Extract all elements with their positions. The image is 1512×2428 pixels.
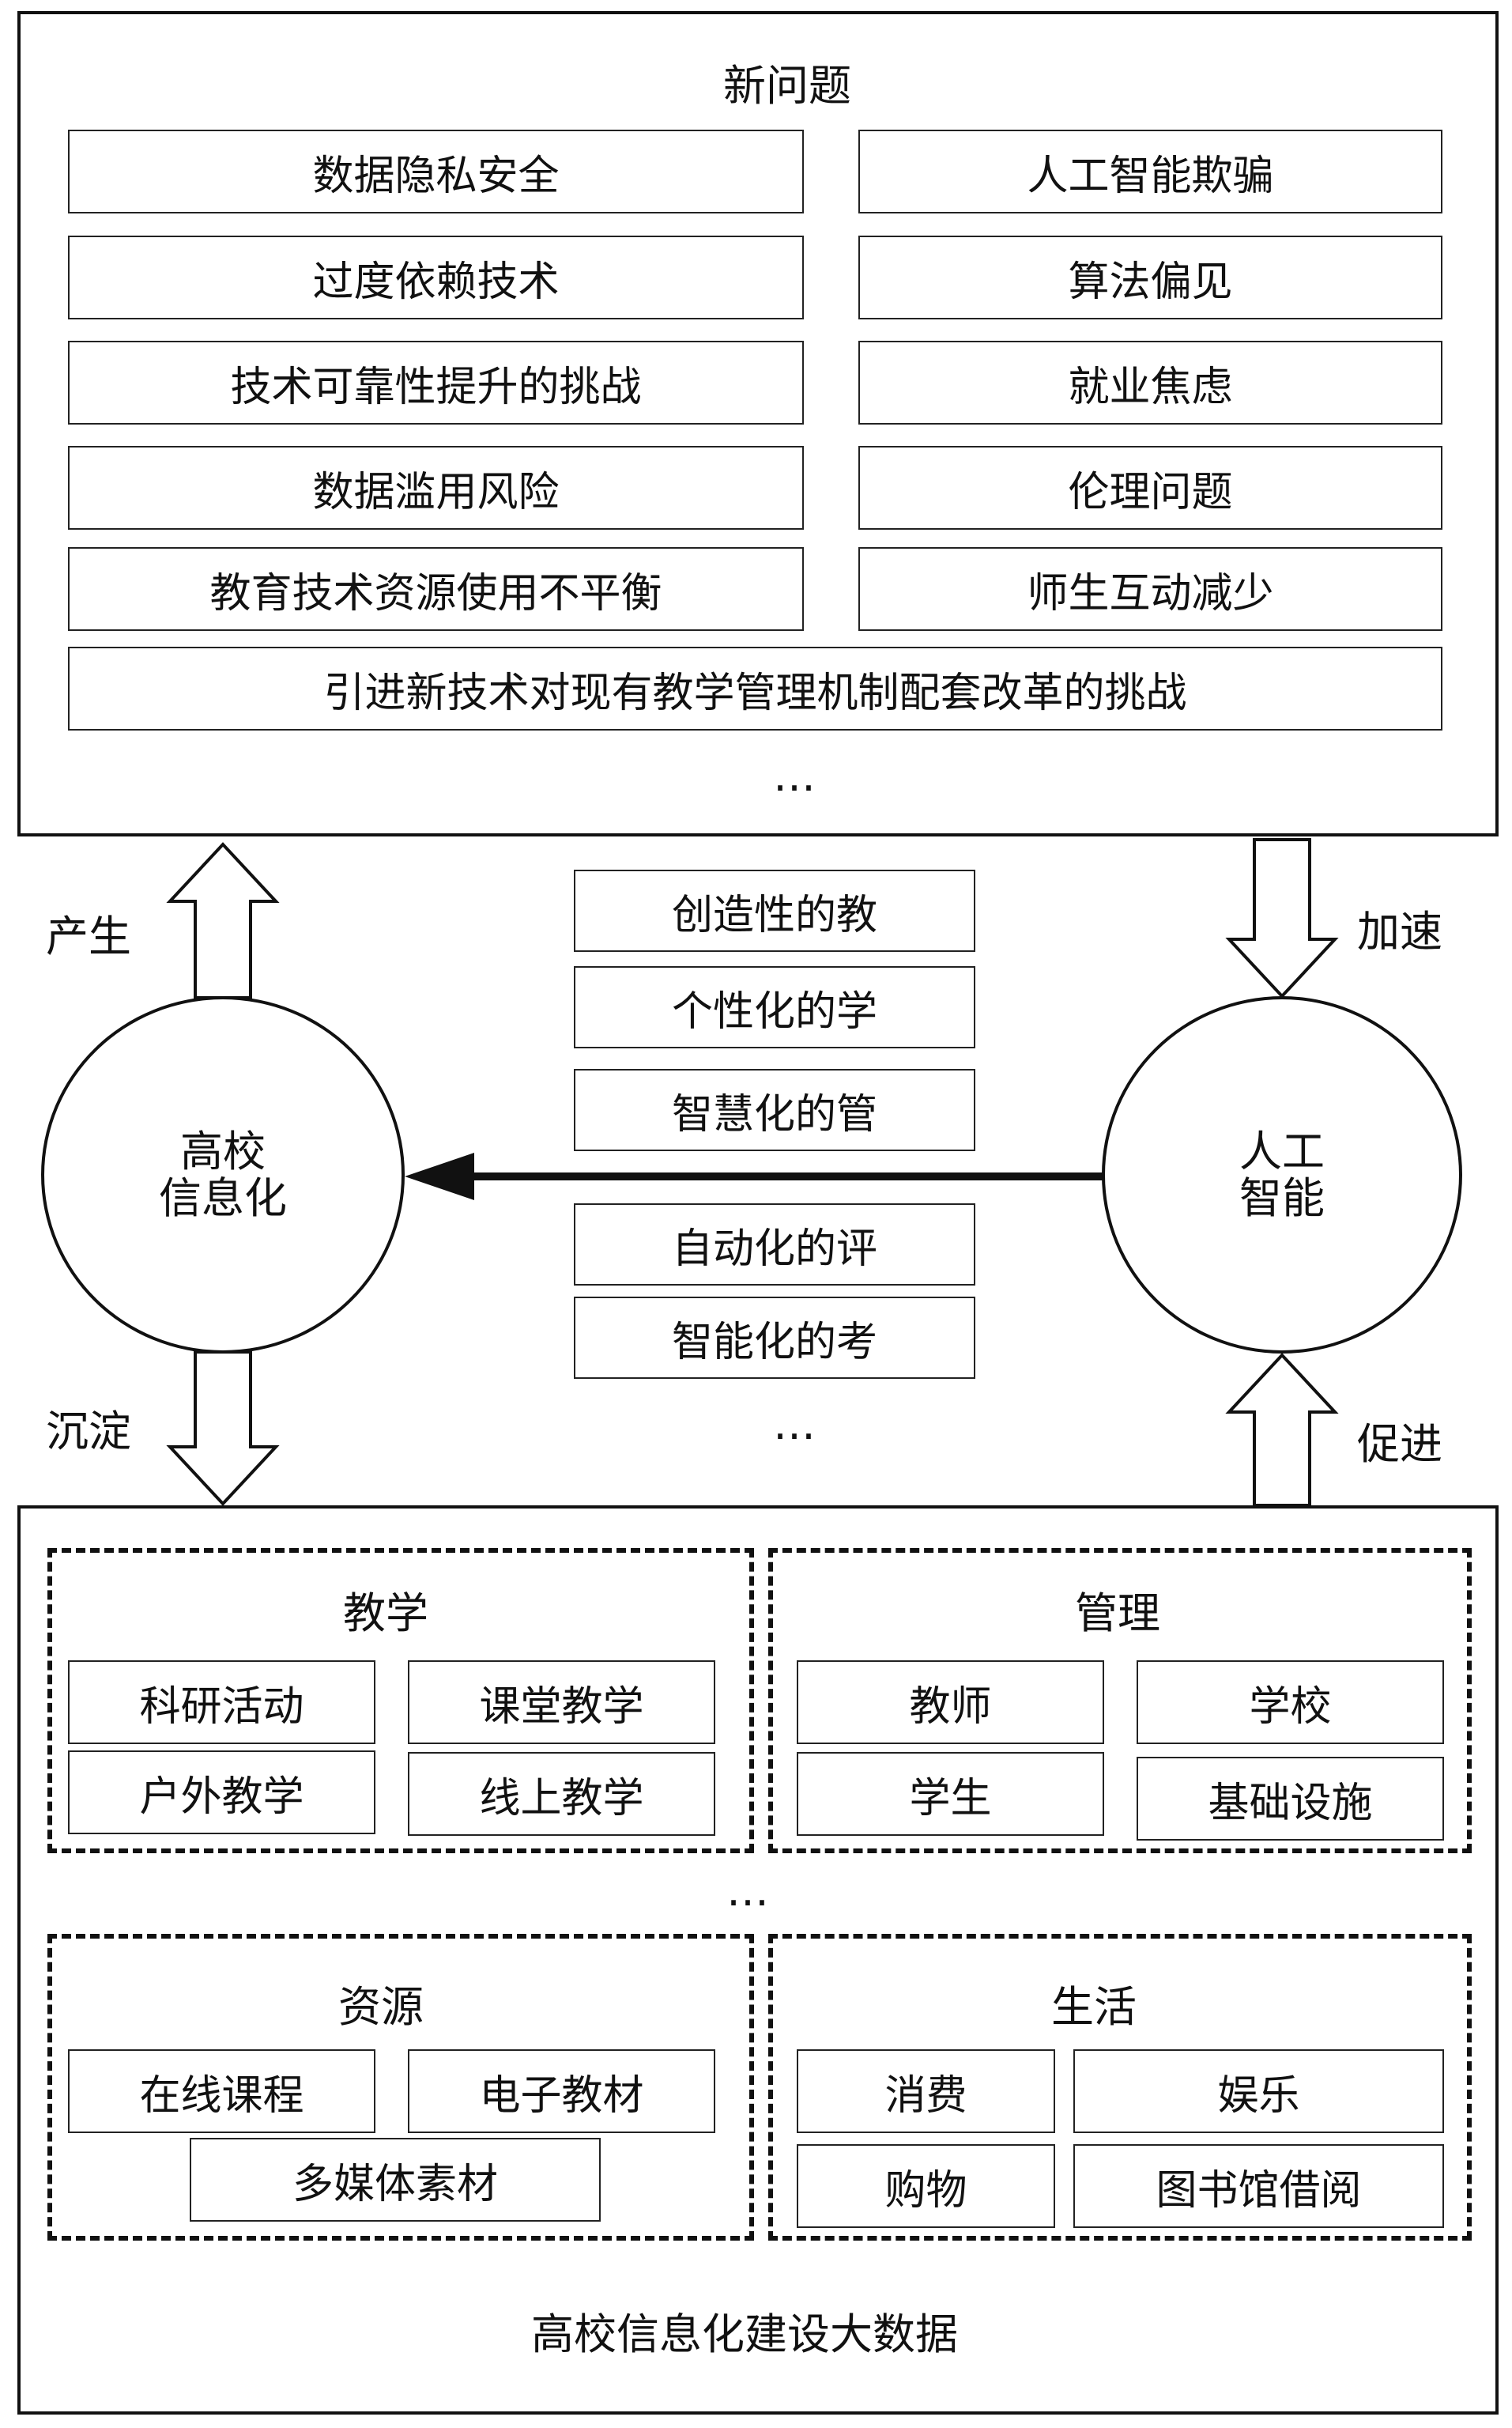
new-problems-ellipsis: … bbox=[773, 751, 816, 801]
teaching-item: 户外教学 bbox=[68, 1750, 375, 1834]
problem-box: 数据滥用风险 bbox=[68, 446, 804, 530]
teaching-item: 科研活动 bbox=[68, 1660, 375, 1744]
main-arrow-head bbox=[405, 1153, 474, 1200]
management-title: 管理 bbox=[1075, 1588, 1160, 1638]
problem-box: 就业焦虑 bbox=[858, 341, 1442, 425]
big-data-panel bbox=[17, 1505, 1499, 2415]
capability-box: 自动化的评 bbox=[574, 1203, 975, 1286]
new-problems-panel bbox=[17, 11, 1499, 836]
problem-box: 人工智能欺骗 bbox=[858, 130, 1442, 213]
artificial-intelligence-circle: 人工 智能 bbox=[1102, 996, 1462, 1354]
teaching-item: 课堂教学 bbox=[408, 1660, 715, 1744]
life-item: 消费 bbox=[797, 2049, 1055, 2133]
teaching-item: 线上教学 bbox=[408, 1752, 715, 1836]
big-data-ellipsis: … bbox=[726, 1866, 769, 1916]
produce-label: 产生 bbox=[46, 912, 131, 961]
big-data-footer: 高校信息化建设大数据 bbox=[531, 2309, 958, 2359]
produce-arrow bbox=[166, 842, 280, 999]
capability-ellipsis: … bbox=[773, 1399, 816, 1449]
teaching-title: 教学 bbox=[343, 1588, 428, 1638]
circle-label-line: 信息化 bbox=[159, 1173, 287, 1223]
accelerate-arrow bbox=[1225, 838, 1339, 999]
resources-group bbox=[47, 1934, 754, 2241]
problem-box: 算法偏见 bbox=[858, 236, 1442, 319]
circle-label-line: 人工 bbox=[1239, 1126, 1325, 1176]
resources-item: 多媒体素材 bbox=[190, 2138, 601, 2222]
problem-box: 教育技术资源使用不平衡 bbox=[68, 547, 804, 631]
promote-arrow bbox=[1225, 1353, 1339, 1507]
resources-item: 在线课程 bbox=[68, 2049, 375, 2133]
circle-label-line: 高校 bbox=[180, 1126, 266, 1176]
accelerate-label: 加速 bbox=[1357, 907, 1442, 957]
circle-label-line: 智能 bbox=[1239, 1173, 1325, 1223]
resources-title: 资源 bbox=[338, 1982, 424, 2032]
problem-box: 数据隐私安全 bbox=[68, 130, 804, 213]
management-item: 学校 bbox=[1137, 1660, 1444, 1744]
life-item: 购物 bbox=[797, 2144, 1055, 2228]
management-item: 基础设施 bbox=[1137, 1757, 1444, 1841]
resources-item: 电子教材 bbox=[408, 2049, 715, 2133]
settle-label: 沉淀 bbox=[46, 1407, 131, 1456]
new-problems-title: 新问题 bbox=[723, 61, 851, 111]
problem-box: 技术可靠性提升的挑战 bbox=[68, 341, 804, 425]
capability-box: 智慧化的管 bbox=[574, 1069, 975, 1151]
capability-box: 智能化的考 bbox=[574, 1297, 975, 1379]
management-group bbox=[768, 1548, 1472, 1853]
problem-box: 过度依赖技术 bbox=[68, 236, 804, 319]
problem-box-wide: 引进新技术对现有教学管理机制配套改革的挑战 bbox=[68, 647, 1442, 731]
capability-box: 创造性的教 bbox=[574, 870, 975, 952]
life-group bbox=[768, 1934, 1472, 2241]
capability-box: 个性化的学 bbox=[574, 966, 975, 1048]
problem-box: 师生互动减少 bbox=[858, 547, 1442, 631]
settle-arrow bbox=[166, 1350, 280, 1506]
life-title: 生活 bbox=[1051, 1982, 1137, 2032]
teaching-group bbox=[47, 1548, 754, 1853]
university-informatization-circle: 高校 信息化 bbox=[41, 996, 405, 1354]
life-item: 图书馆借阅 bbox=[1073, 2144, 1444, 2228]
promote-label: 促进 bbox=[1357, 1419, 1442, 1469]
management-item: 教师 bbox=[797, 1660, 1104, 1744]
problem-box: 伦理问题 bbox=[858, 446, 1442, 530]
life-item: 娱乐 bbox=[1073, 2049, 1444, 2133]
management-item: 学生 bbox=[797, 1752, 1104, 1836]
